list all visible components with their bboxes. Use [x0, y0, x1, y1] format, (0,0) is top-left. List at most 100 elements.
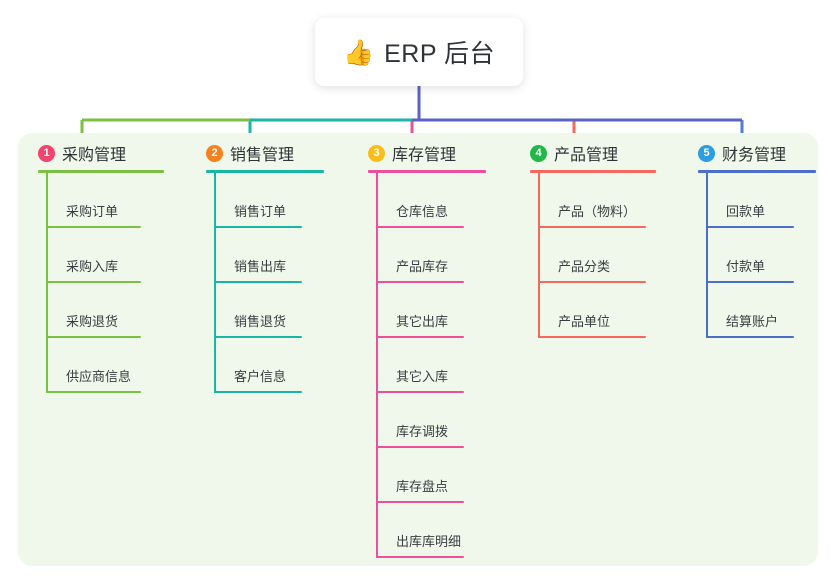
column-spine-4	[538, 173, 540, 338]
leaf-item-rule	[538, 336, 646, 338]
leaf-item-label: 仓库信息	[396, 204, 449, 219]
leaf-item-label: 销售出库	[234, 259, 287, 274]
leaf-item-rule	[46, 391, 141, 393]
column-header-3[interactable]: 3 库存管理	[348, 133, 510, 173]
leaf-item[interactable]: 销售订单	[186, 173, 348, 228]
leaf-item-label: 回款单	[726, 204, 766, 219]
leaf-item[interactable]: 库存盘点	[348, 448, 510, 503]
leaf-item-label: 结算账户	[726, 314, 779, 329]
leaf-item-rule	[376, 226, 464, 228]
leaf-item-label: 其它出库	[396, 314, 449, 329]
column-rule-5	[698, 170, 816, 173]
leaf-item[interactable]: 产品库存	[348, 228, 510, 283]
leaf-item-rule	[376, 336, 464, 338]
leaf-item[interactable]: 采购入库	[18, 228, 186, 283]
column-header-5[interactable]: 5 财务管理	[678, 133, 818, 173]
column-rule-2	[206, 170, 324, 173]
leaf-item-rule	[376, 281, 464, 283]
leaf-item-label: 销售退货	[234, 314, 287, 329]
root-node-title: ERP 后台	[384, 40, 496, 68]
leaf-item[interactable]: 采购退货	[18, 283, 186, 338]
leaf-item[interactable]: 回款单	[678, 173, 818, 228]
leaf-item[interactable]: 付款单	[678, 228, 818, 283]
leaf-item-label: 采购退货	[66, 314, 119, 329]
column-badge-4: 4	[530, 144, 547, 162]
column-5: 5 财务管理回款单付款单结算账户	[678, 133, 818, 338]
column-title-3: 库存管理	[392, 147, 457, 164]
leaf-item-rule	[376, 446, 464, 448]
leaf-item-label: 采购订单	[66, 204, 119, 219]
thumbs-up-icon: 👍	[342, 38, 375, 67]
leaf-item[interactable]: 供应商信息	[18, 338, 186, 393]
leaf-item[interactable]: 产品分类	[510, 228, 678, 283]
column-badge-1: 1	[38, 144, 55, 162]
leaf-item-rule	[376, 556, 464, 558]
leaf-item-label: 库存调拨	[396, 424, 449, 439]
leaf-item-label: 产品库存	[396, 259, 449, 274]
leaf-item-rule	[46, 336, 141, 338]
column-header-4[interactable]: 4 产品管理	[510, 133, 678, 173]
leaf-item-rule	[376, 391, 464, 393]
column-title-5: 财务管理	[722, 147, 787, 164]
leaf-item-label: 付款单	[726, 259, 766, 274]
column-rule-3	[368, 170, 486, 173]
leaf-item-label: 采购入库	[66, 259, 119, 274]
column-rule-1	[38, 170, 164, 173]
leaf-item-label: 其它入库	[396, 369, 449, 384]
column-rule-4	[530, 170, 656, 173]
column-spine-3	[376, 173, 378, 558]
leaf-item[interactable]: 客户信息	[186, 338, 348, 393]
column-header-1[interactable]: 1 采购管理	[18, 133, 186, 173]
leaf-item[interactable]: 结算账户	[678, 283, 818, 338]
leaf-item[interactable]: 产品（物料）	[510, 173, 678, 228]
leaf-item[interactable]: 销售退货	[186, 283, 348, 338]
leaf-item-rule	[376, 501, 464, 503]
column-2: 2 销售管理销售订单销售出库销售退货客户信息	[186, 133, 348, 393]
leaf-item-rule	[706, 336, 794, 338]
column-title-1: 采购管理	[62, 147, 127, 164]
leaf-item-rule	[46, 281, 141, 283]
leaf-item-rule	[538, 226, 646, 228]
column-body-4: 产品（物料） 产品分类产品单位	[510, 173, 678, 338]
leaf-item-rule	[706, 281, 794, 283]
diagram-panel	[18, 133, 818, 566]
column-spine-2	[214, 173, 216, 393]
column-title-2: 销售管理	[230, 147, 295, 164]
leaf-item-rule	[214, 336, 302, 338]
leaf-item-label: 产品分类	[558, 259, 611, 274]
column-body-1: 采购订单采购入库采购退货供应商信息	[18, 173, 186, 393]
column-body-2: 销售订单销售出库销售退货客户信息	[186, 173, 348, 393]
leaf-item-label: 出库库明细	[396, 534, 462, 549]
leaf-item-label: 产品单位	[558, 314, 611, 329]
leaf-item-rule	[538, 281, 646, 283]
column-body-5: 回款单付款单结算账户	[678, 173, 818, 338]
leaf-item-label: 产品（物料）	[558, 204, 637, 219]
leaf-item[interactable]: 出库库明细	[348, 503, 510, 558]
column-header-2[interactable]: 2 销售管理	[186, 133, 348, 173]
leaf-item[interactable]: 其它入库	[348, 338, 510, 393]
leaf-item[interactable]: 其它出库	[348, 283, 510, 338]
column-spine-1	[46, 173, 48, 393]
leaf-item-label: 供应商信息	[66, 369, 132, 384]
leaf-item[interactable]: 采购订单	[18, 173, 186, 228]
column-badge-3: 3	[368, 144, 385, 162]
leaf-item[interactable]: 产品单位	[510, 283, 678, 338]
root-node[interactable]: 👍 ERP 后台	[315, 18, 523, 86]
column-badge-2: 2	[206, 144, 223, 162]
leaf-item-label: 客户信息	[234, 369, 287, 384]
leaf-item-rule	[214, 391, 302, 393]
leaf-item[interactable]: 销售出库	[186, 228, 348, 283]
column-badge-5: 5	[698, 144, 715, 162]
column-4: 4 产品管理产品（物料） 产品分类产品单位	[510, 133, 678, 338]
column-spine-5	[706, 173, 708, 338]
leaf-item-rule	[214, 226, 302, 228]
leaf-item-rule	[214, 281, 302, 283]
leaf-item-label: 销售订单	[234, 204, 287, 219]
column-title-4: 产品管理	[554, 147, 619, 164]
leaf-item[interactable]: 仓库信息	[348, 173, 510, 228]
column-1: 1 采购管理采购订单采购入库采购退货供应商信息	[18, 133, 186, 393]
leaf-item[interactable]: 库存调拨	[348, 393, 510, 448]
column-3: 3 库存管理仓库信息产品库存其它出库其它入库库存调拨库存盘点出库库明细	[348, 133, 510, 558]
leaf-item-label: 库存盘点	[396, 479, 449, 494]
